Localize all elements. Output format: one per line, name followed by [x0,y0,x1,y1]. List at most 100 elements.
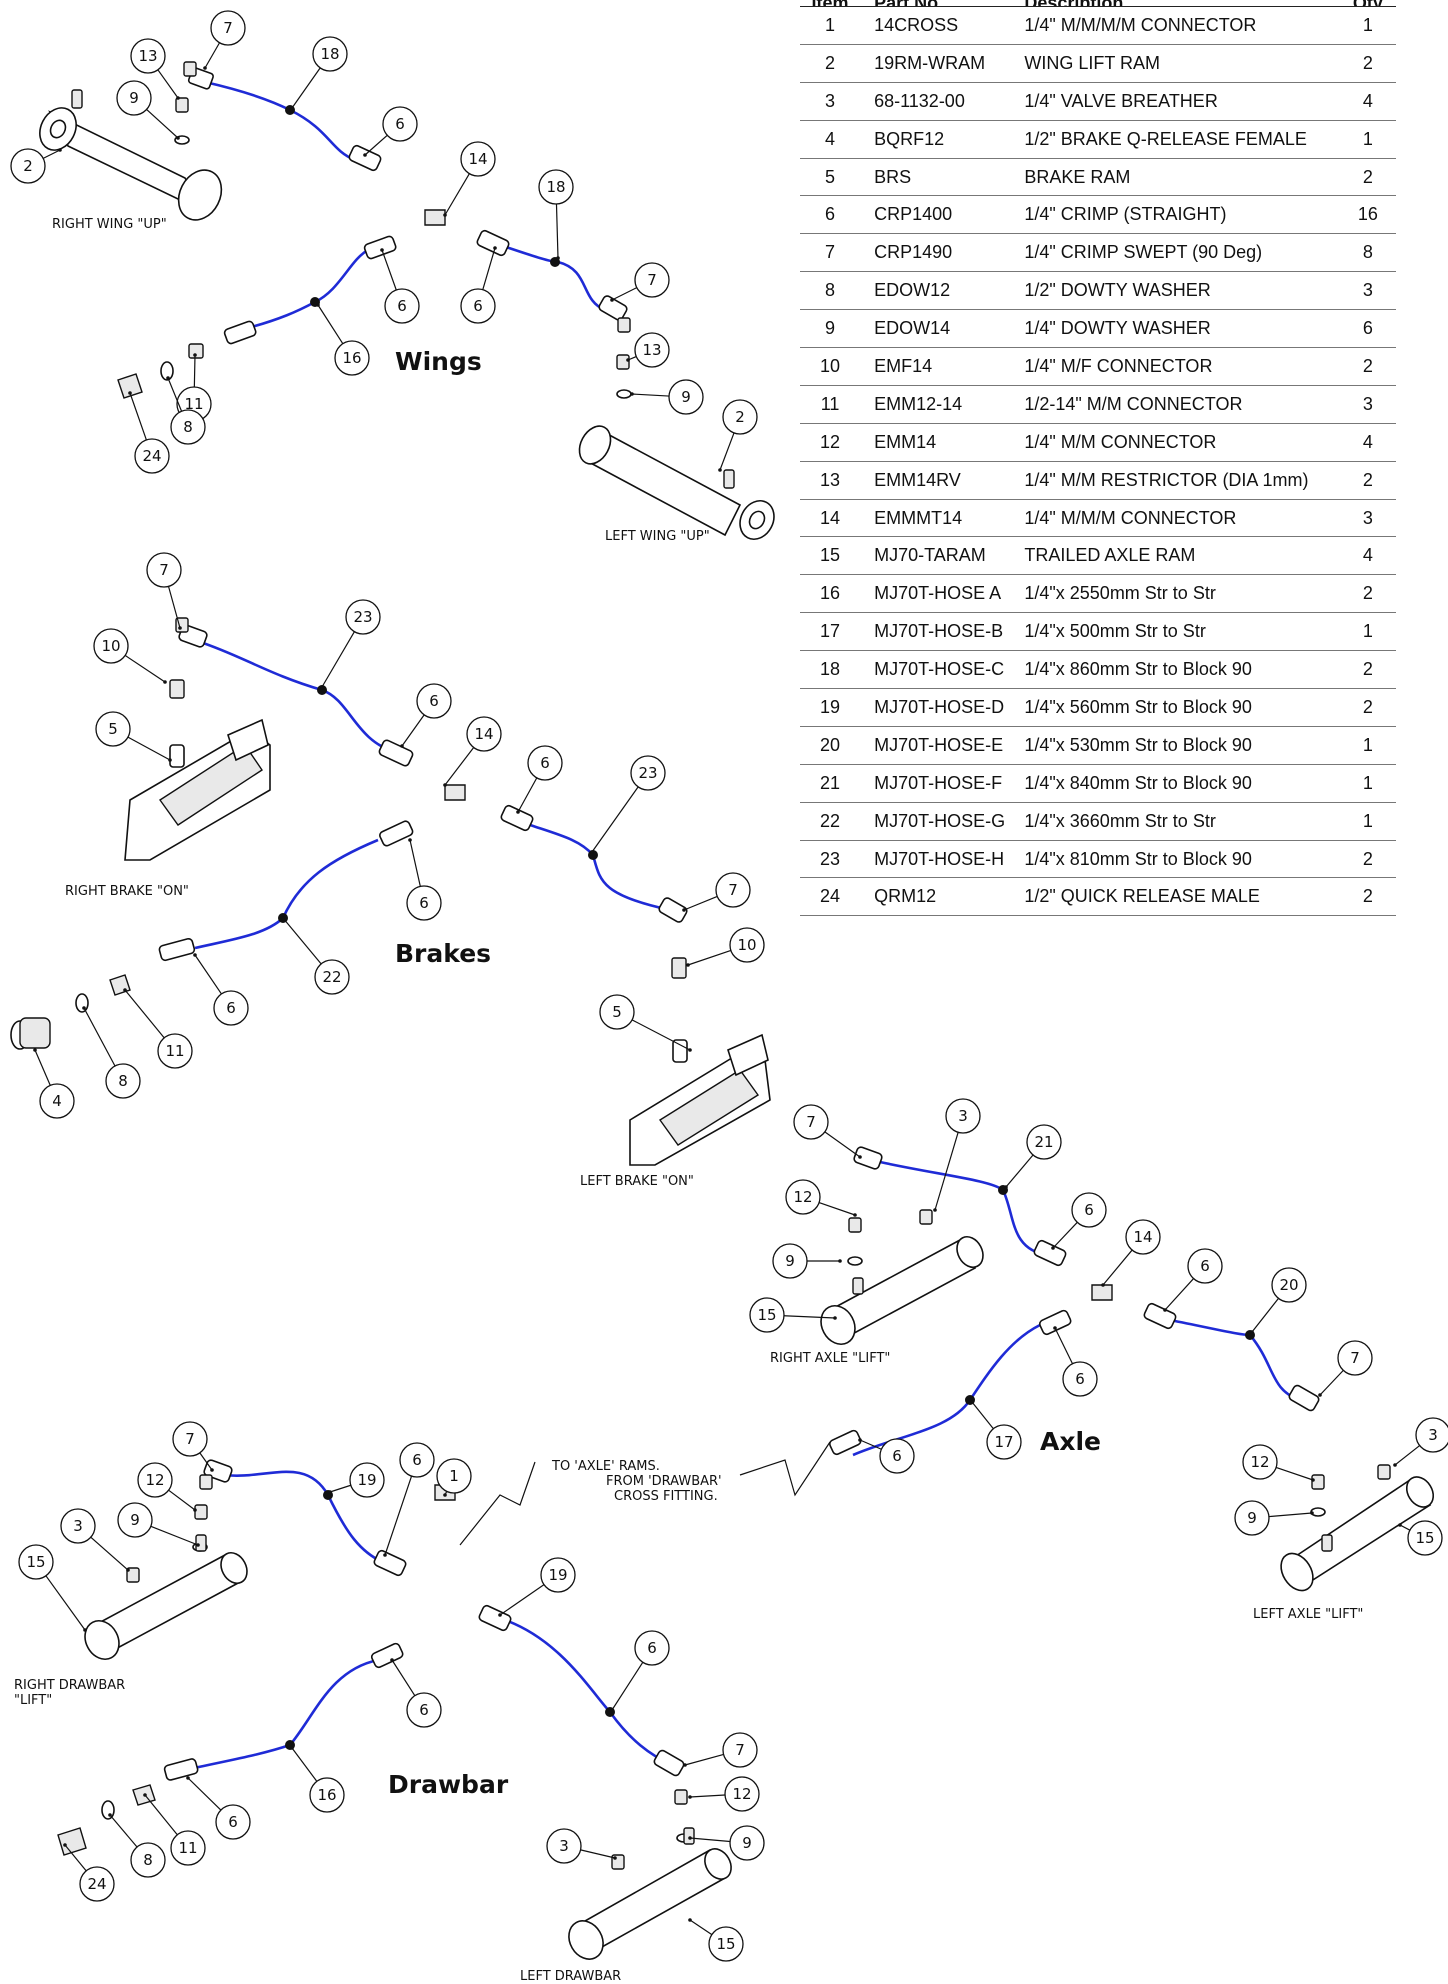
balloon-number: 11 [165,1042,184,1060]
balloon-circle [460,141,496,177]
balloon-circle [134,438,170,474]
balloon-circle [1071,1192,1107,1228]
balloon-circle [1125,1219,1161,1255]
leader-line [1399,1524,1411,1531]
balloon-number: 7 [159,561,169,579]
bom-cell-item: 20 [800,726,861,765]
balloon-number: 5 [108,720,118,738]
leader-tip [193,953,197,957]
label-right-brake: RIGHT BRAKE "ON" [65,884,189,899]
leader-tip [626,358,630,362]
leader-tip [682,908,686,912]
callout-balloon: 8 [108,1813,166,1878]
callout-balloon: 15 [749,1297,837,1333]
callout-balloon: 8 [166,376,206,445]
leader-line [631,393,670,397]
leader-tip [590,850,594,854]
balloon-number: 7 [223,19,233,37]
leader-line [482,247,496,290]
balloon-number: 12 [793,1188,812,1206]
bom-cell-qty: 1 [1339,120,1396,159]
leader-line [824,1131,861,1158]
label-left-drawbar: LEFT DRAWBAR [520,1969,621,1984]
leader-line [689,1919,713,1936]
leader-line [144,1794,178,1836]
bom-cell-part: 14CROSS [860,6,1025,45]
bom-header-item: Item [800,0,861,7]
bom-cell-desc: 1/4" DOWTY WASHER [1024,309,1340,349]
leader-tip [1101,1283,1105,1287]
balloon-circle [945,1098,981,1134]
bom-cell-item: 3 [800,82,861,121]
balloon-number: 3 [1428,1426,1438,1444]
leader-line [329,1484,352,1493]
leader-tip [186,1776,190,1780]
balloon-number: 9 [1247,1509,1257,1527]
bom-cell-desc: 1/4"x 840mm Str to Block 90 [1024,764,1340,803]
balloon-circle [213,990,249,1026]
leader-tip [630,392,634,396]
leader-tip [126,1568,130,1572]
leader-line [391,1659,416,1697]
leader-tip [400,744,404,748]
balloon-number: 3 [73,1517,83,1535]
callout-balloon: 12 [1242,1444,1315,1482]
callout-balloon: 15 [18,1544,87,1632]
leader-line [719,432,735,471]
balloon-circle [1271,1267,1307,1303]
bom-cell-qty: 1 [1339,612,1396,652]
balloon-circle [10,148,46,184]
balloon-circle [137,1462,173,1498]
balloon-number: 24 [87,1875,106,1893]
bom-cell-item: 5 [800,158,861,197]
callout-balloon: 9 [630,379,704,415]
bom-cell-qty: 4 [1339,423,1396,462]
leader-tip [168,758,172,762]
bom-cell-qty: 4 [1339,536,1396,576]
leader-tip [1393,1463,1397,1467]
leader-tip [718,468,722,472]
balloon-number: 12 [145,1471,164,1489]
balloon-number: 21 [1034,1133,1053,1151]
bom-cell-part: BQRF12 [860,120,1025,159]
left-axle-ram [1280,1476,1435,1592]
bom-cell-desc: 1/4"x 810mm Str to Block 90 [1024,840,1340,879]
female-quick-release [10,1017,51,1050]
leader-line [611,1661,644,1711]
bom-cell-desc: 1/2-14" M/M CONNECTOR [1024,385,1340,424]
balloon-number: 16 [342,349,361,367]
bom-cell-desc: 1/4"x 860mm Str to Block 90 [1024,650,1340,690]
leader-tip [443,1493,447,1497]
callout-balloon: 22 [281,916,350,995]
balloon-number: 14 [474,725,493,743]
balloon-circle [466,716,502,752]
bom-cell-desc: 1/4" M/M CONNECTOR [1024,423,1340,462]
balloon-number: 6 [397,297,407,315]
balloon-number: 15 [716,1935,735,1953]
bom-cell-desc: BRAKE RAM [1024,158,1340,197]
balloon-circle [172,1421,208,1457]
callout-balloon: 6 [460,246,497,324]
leader-tip [1004,1185,1008,1189]
label-from-drawbar-line2: CROSS FITTING. [614,1489,718,1504]
crimp-fitting [183,61,214,90]
leader-line [124,989,165,1039]
callout-balloon: 18 [538,169,574,260]
leader-tip [858,1438,862,1442]
balloon-number: 23 [638,764,657,782]
balloon-circle [460,288,496,324]
leader-tip [316,303,320,307]
leader-line [193,354,196,388]
callout-balloon: 3 [933,1098,981,1212]
bom-cell-desc: 1/4"x 560mm Str to Block 90 [1024,688,1340,727]
balloon-number: 9 [130,1511,140,1529]
leader-line [291,67,321,109]
leader-line [127,736,171,761]
leader-line [1052,1221,1078,1249]
bom-cell-qty: 8 [1339,233,1396,273]
leader-tip [688,1048,692,1052]
